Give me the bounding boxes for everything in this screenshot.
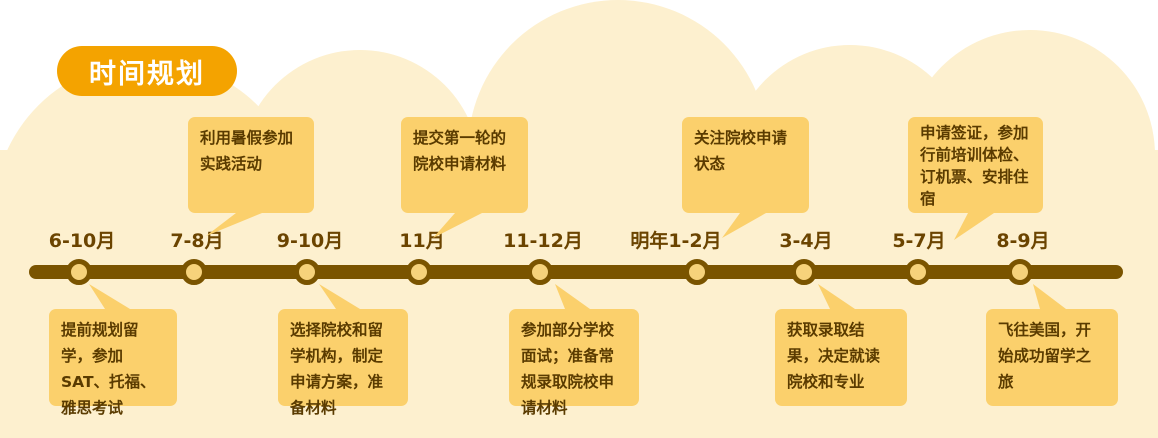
timeline-node: [1007, 259, 1033, 285]
cloud-shape: [468, 0, 768, 300]
timeline-node: [66, 259, 92, 285]
milestone-card: 获取录取结果，决定就读院校和专业: [775, 309, 907, 406]
title-text: 时间规划: [89, 58, 205, 90]
milestone-card: 参加部分学校面试；准备常规录取院校申请材料: [509, 309, 639, 417]
timeline-node: [791, 259, 817, 285]
cloud-shape: [240, 50, 480, 290]
milestone-card: 关注院校申请状态: [682, 117, 809, 213]
timeline-node: [406, 259, 432, 285]
period-label: 11月: [399, 230, 445, 252]
milestone-card: 飞往美国，开始成功留学之旅: [986, 309, 1118, 406]
period-label: 7-8月: [170, 230, 224, 252]
period-label: 8-9月: [996, 230, 1050, 252]
period-label: 5-7月: [892, 230, 946, 252]
timeline-node: [905, 259, 931, 285]
period-label: 11-12月: [503, 230, 583, 252]
period-label: 3-4月: [779, 230, 833, 252]
period-label: 明年1-2月: [630, 230, 722, 252]
period-label: 6-10月: [48, 230, 116, 252]
milestone-card: 申请签证，参加行前培训体检、订机票、安排住宿: [908, 117, 1043, 213]
milestone-card: 选择院校和留学机构，制定申请方案，准备材料: [278, 309, 408, 417]
period-label: 9-10月: [276, 230, 344, 252]
timeline-node: [527, 259, 553, 285]
milestone-card: 利用暑假参加实践活动: [188, 117, 314, 213]
timeline-node: [294, 259, 320, 285]
milestone-card: 提交第一轮的院校申请材料: [401, 117, 528, 213]
milestone-card: 提前规划留学，参加SAT、托福、雅思考试: [49, 309, 177, 417]
cloud-shape: [730, 45, 970, 285]
timeline-node: [181, 259, 207, 285]
timeline-node: [684, 259, 710, 285]
title-pill: 时间规划: [57, 46, 237, 96]
